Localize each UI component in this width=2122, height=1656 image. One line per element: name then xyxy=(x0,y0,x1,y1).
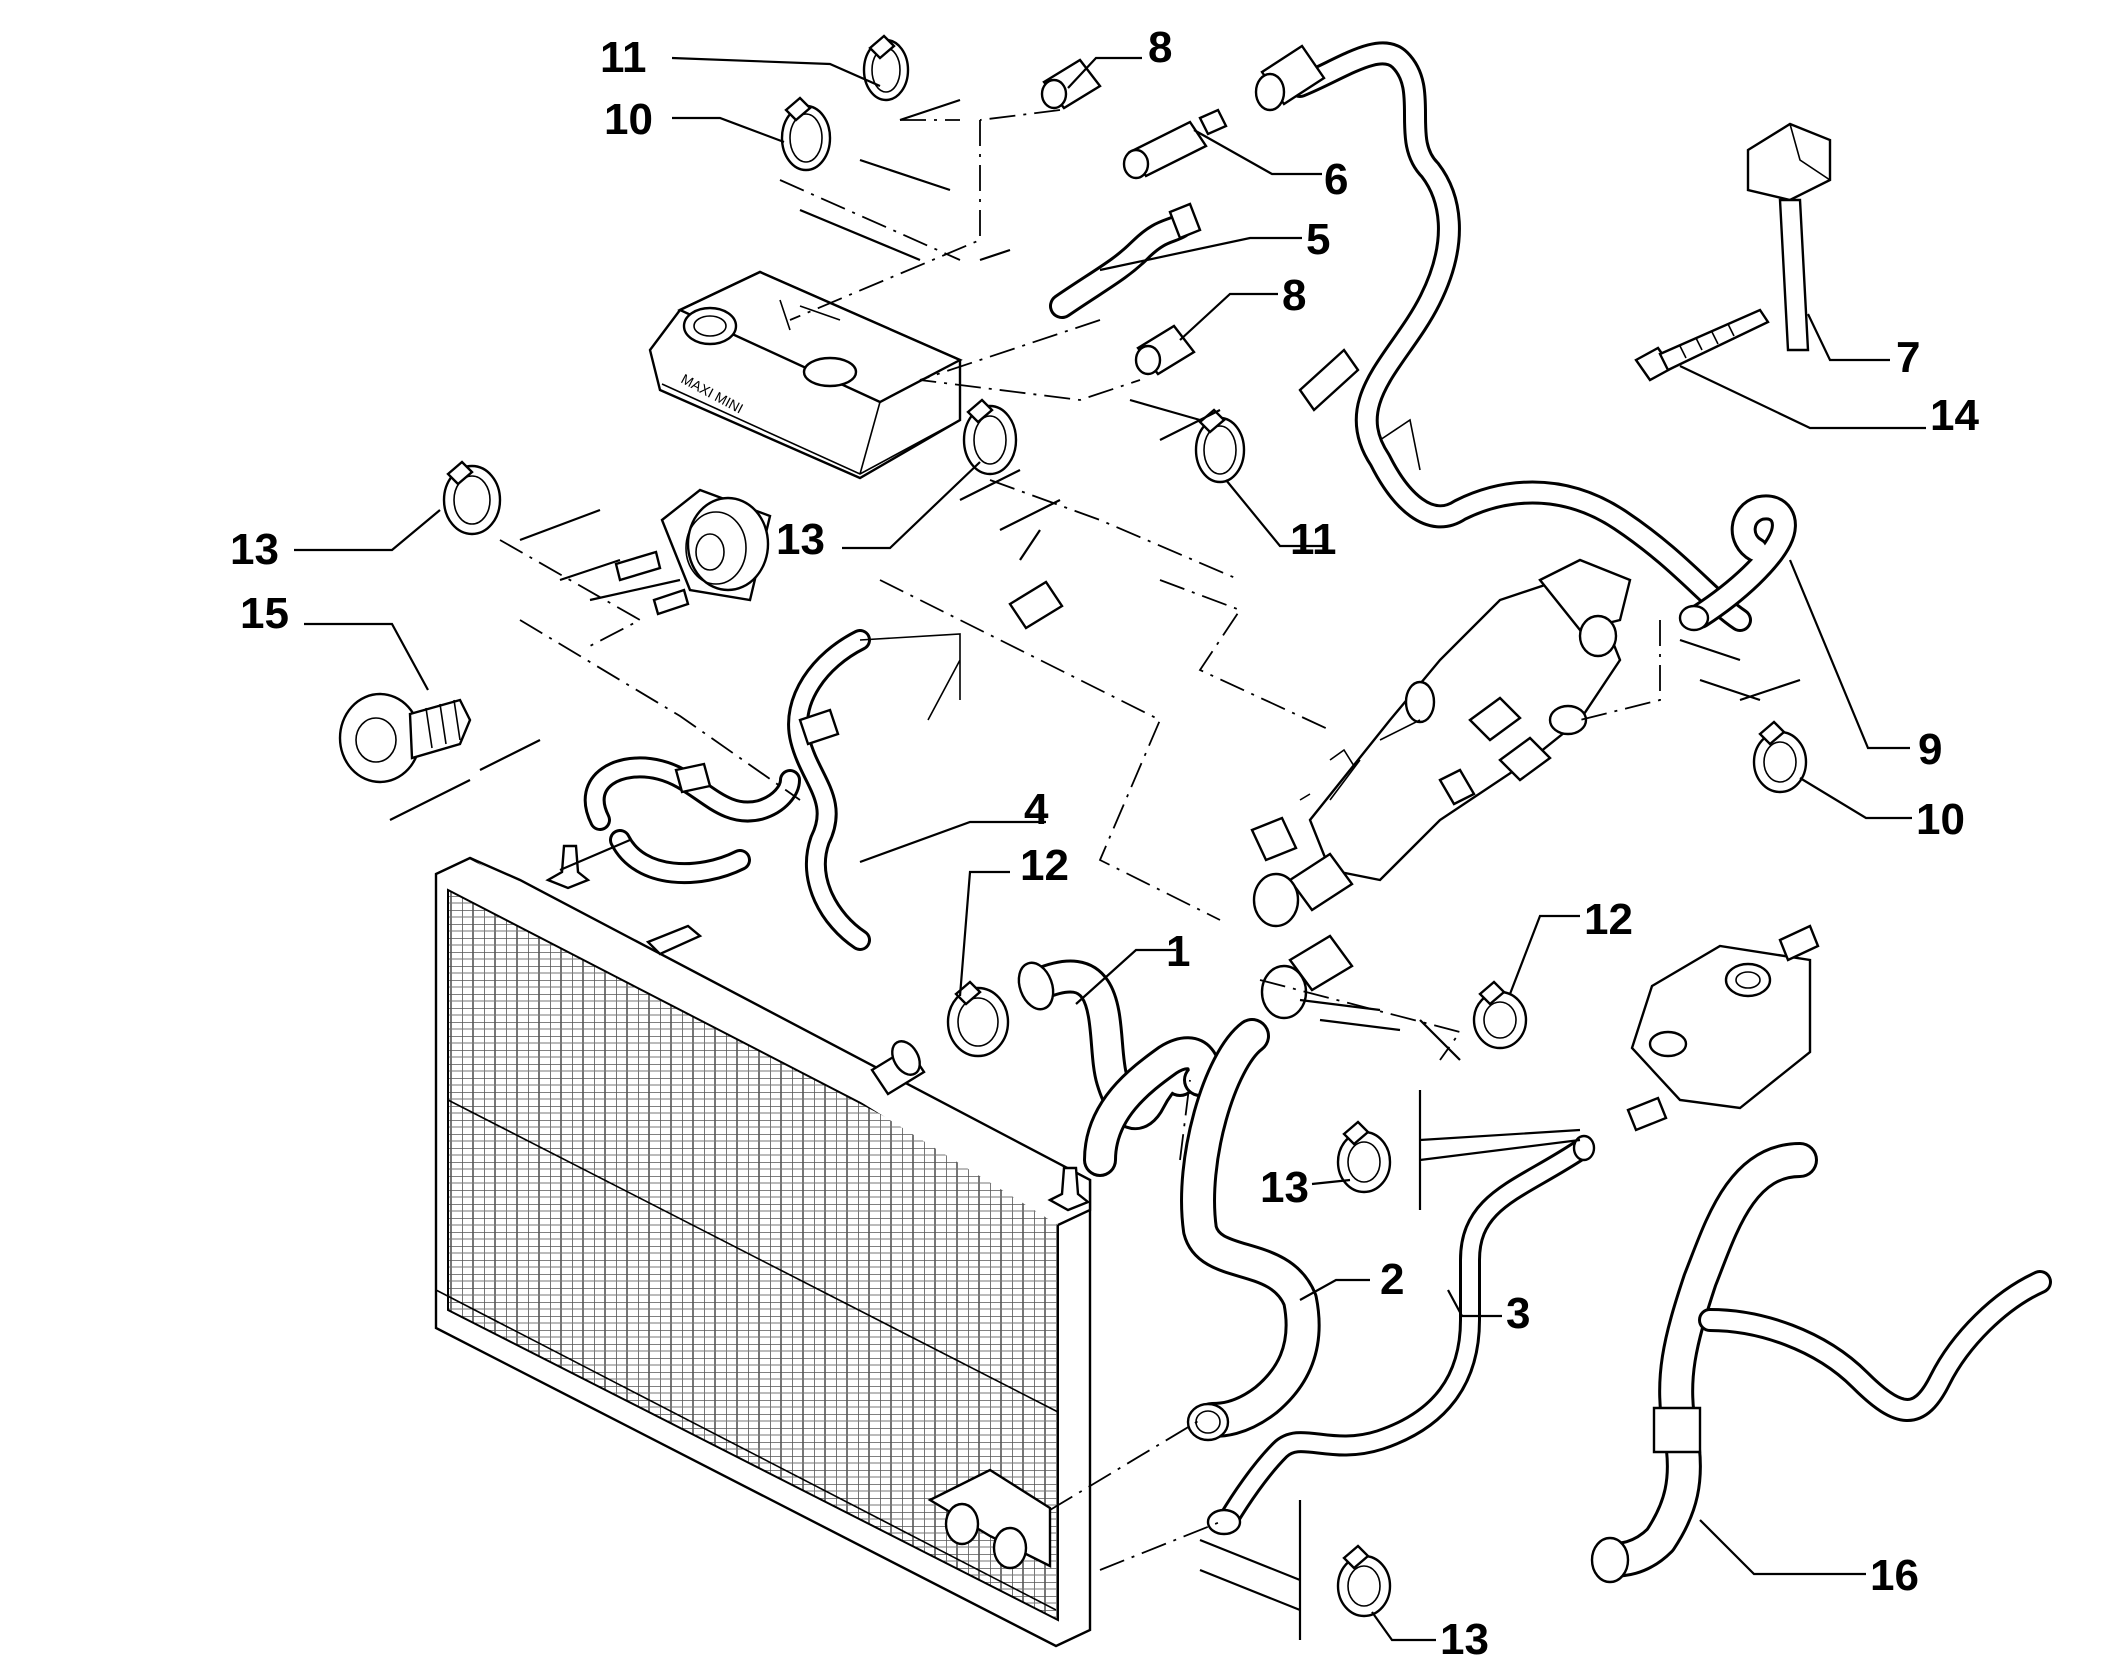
screw-15 xyxy=(338,692,472,784)
label-16: 16 xyxy=(1870,1551,1919,1600)
radiator xyxy=(434,844,1092,1648)
expansion-tank: MAXI MINI xyxy=(648,270,963,480)
clamp-13-bottom xyxy=(1336,1544,1392,1618)
label-7: 7 xyxy=(1896,333,1920,382)
sleeve-8-mid xyxy=(1134,324,1196,376)
oil-cooler xyxy=(614,488,772,616)
hose-16 xyxy=(1590,1142,2052,1584)
bolt-14 xyxy=(1634,308,1770,382)
label-5: 5 xyxy=(1306,215,1330,264)
hose-3 xyxy=(1206,1134,1596,1536)
label-4: 4 xyxy=(1024,785,1049,834)
label-14: 14 xyxy=(1930,391,1979,440)
bypass-hose xyxy=(1254,41,1752,632)
clamp-12-right xyxy=(1472,980,1528,1050)
clamp-12-left xyxy=(946,980,1010,1058)
label-9: 9 xyxy=(1918,725,1942,774)
assembly-lines xyxy=(499,109,1661,1571)
clamp-11-top xyxy=(862,34,910,102)
label-6: 6 xyxy=(1324,155,1348,204)
label-11-mid: 11 xyxy=(1290,515,1337,564)
hose-4 xyxy=(583,629,961,951)
callout-labels: 11 10 8 6 5 8 7 14 13 13 11 15 9 10 4 12… xyxy=(230,23,1979,1656)
clamp-10-top xyxy=(780,96,832,172)
label-10-top: 10 xyxy=(604,95,653,144)
explode-markers xyxy=(389,98,1801,1640)
label-12-left: 12 xyxy=(1020,841,1069,890)
radiator-mount-pin xyxy=(1047,1166,1091,1212)
clamp-13-left xyxy=(442,460,502,536)
label-1: 1 xyxy=(1166,927,1190,976)
label-8-mid: 8 xyxy=(1282,271,1306,320)
clamp-11-mid xyxy=(1194,408,1246,484)
hose-9 xyxy=(1678,494,1797,632)
label-10-right: 10 xyxy=(1916,795,1965,844)
label-8-top: 8 xyxy=(1148,23,1172,72)
hose-2 xyxy=(1180,1018,1321,1442)
leader-lines xyxy=(294,56,1926,1642)
sensor-6 xyxy=(1122,108,1228,180)
label-13-bottom: 13 xyxy=(1440,1615,1489,1656)
oil-filter-housing xyxy=(1626,924,1820,1132)
label-12-right: 12 xyxy=(1584,895,1633,944)
thermostat-housing xyxy=(1250,558,1632,1020)
clamp-13-mid xyxy=(1336,1120,1392,1194)
clamp-10-right xyxy=(1752,720,1808,794)
label-3: 3 xyxy=(1506,1289,1530,1338)
label-15: 15 xyxy=(240,589,289,638)
hose-1 xyxy=(1017,959,1221,1177)
label-13-tank: 13 xyxy=(776,515,825,564)
label-13-left: 13 xyxy=(230,525,279,574)
sleeve-connector xyxy=(1008,580,1064,630)
clamp-13-tank xyxy=(962,398,1018,476)
label-2: 2 xyxy=(1380,1255,1404,1304)
bracket-7 xyxy=(1746,122,1832,352)
hose-5 xyxy=(1049,202,1202,319)
label-11-top: 11 xyxy=(600,33,647,82)
label-13-mid: 13 xyxy=(1260,1163,1309,1212)
